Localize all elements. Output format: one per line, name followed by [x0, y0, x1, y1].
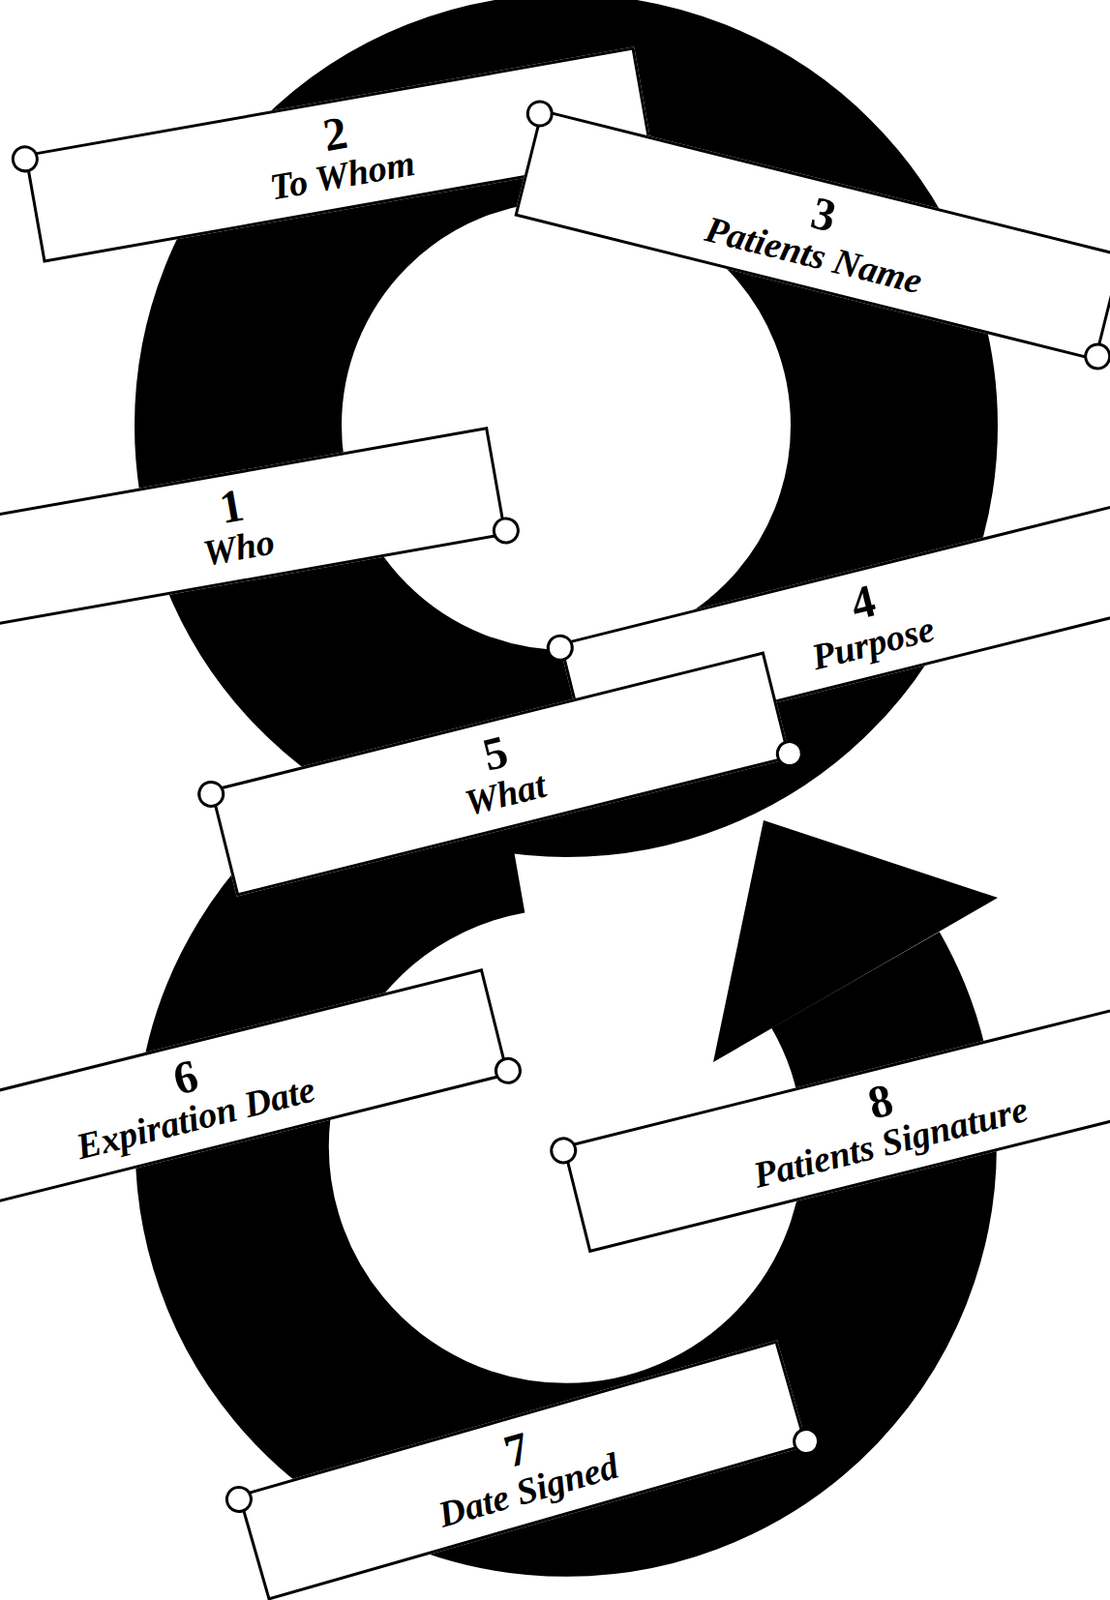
scroll-box: 7Date Signed: [238, 1340, 809, 1600]
step-label: Expiration Date: [0, 1030, 479, 1207]
scroll-box: 8Patients Signature: [562, 991, 1110, 1254]
scroll-curl: [546, 1134, 580, 1168]
scroll-curl: [222, 1483, 257, 1518]
scroll-curl: [491, 1054, 525, 1088]
scroll-curl: [194, 778, 228, 811]
scroll-curl: [773, 737, 807, 771]
scroll-box: 3Patients Name: [513, 109, 1110, 361]
arrow-head: [713, 820, 998, 1063]
scroll-curl: [789, 1425, 824, 1460]
scroll-curl: [490, 514, 522, 546]
scroll-curl: [1080, 339, 1110, 373]
scroll-box: 1Who: [0, 426, 508, 629]
step-label: Patients Signature: [602, 1053, 1110, 1232]
scroll-box: 5What: [210, 651, 791, 897]
step-number: 7: [267, 1358, 766, 1543]
step-number: 6: [0, 986, 470, 1170]
scroll-curl: [543, 631, 577, 665]
scroll-box: 6Expiration Date: [0, 968, 510, 1229]
scroll-curl: [9, 143, 41, 175]
